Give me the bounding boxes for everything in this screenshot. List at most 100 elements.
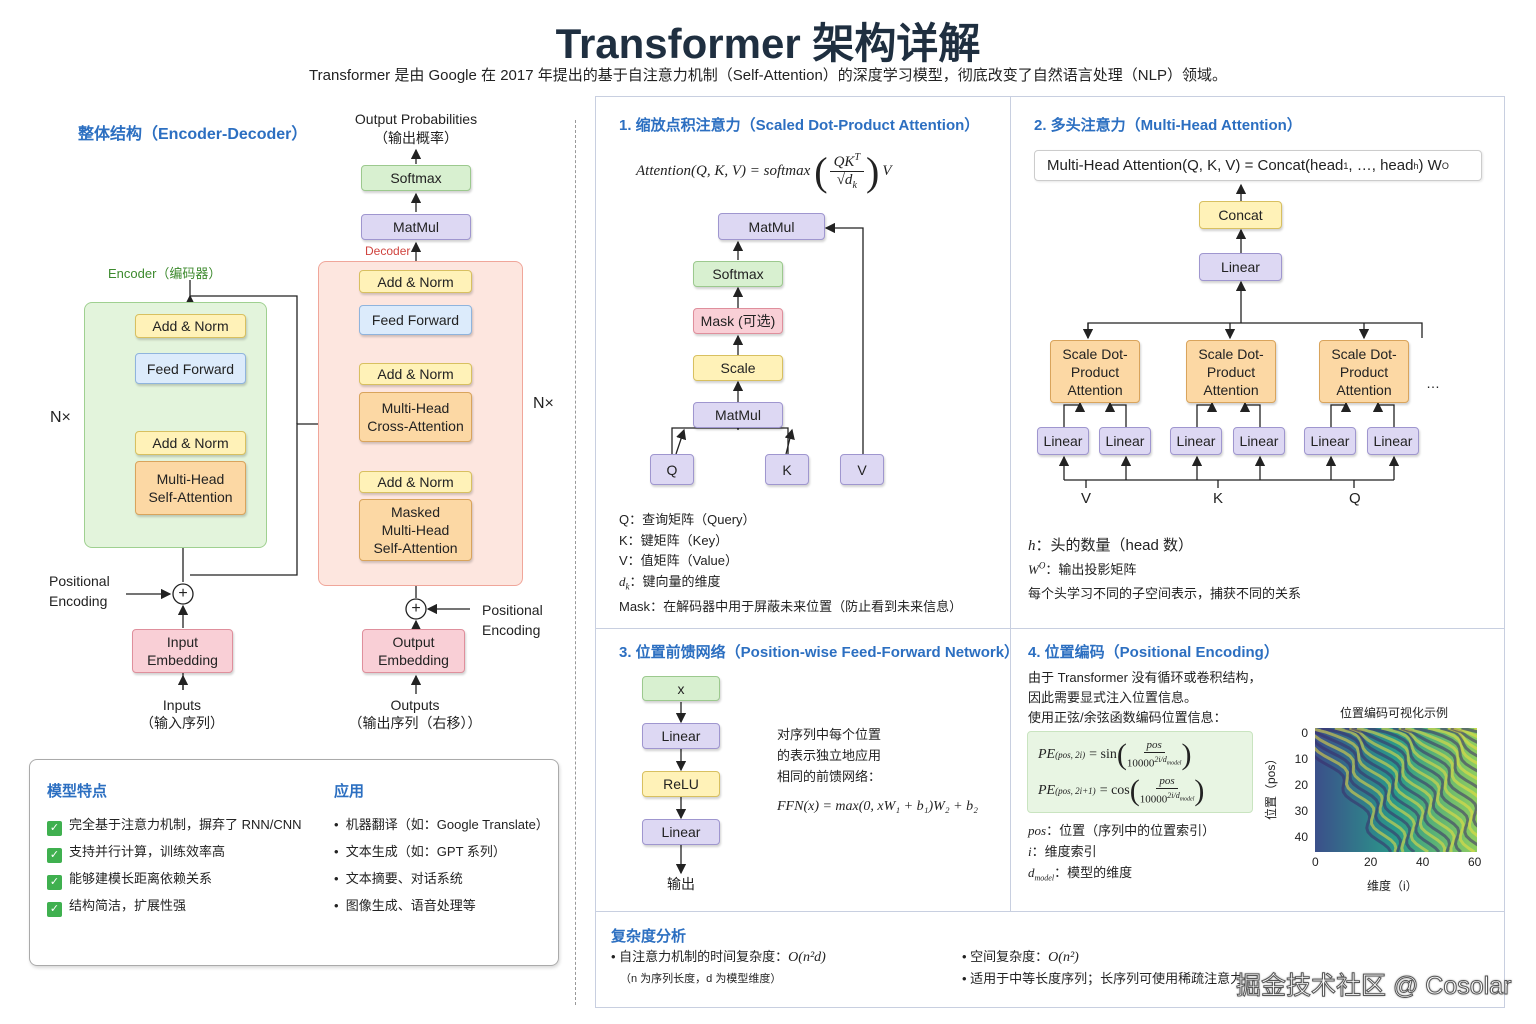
- heatmap-stripe: [1398, 728, 1477, 816]
- ffn-title: 3. 位置前馈网络（Position-wise Feed-Forward Net…: [619, 644, 1020, 661]
- mha-title: 2. 多头注意力（Multi-Head Attention）: [1034, 117, 1302, 134]
- heatmap-stripe: [1320, 728, 1441, 852]
- encoder-add-norm-top: Add & Norm: [135, 314, 246, 338]
- heatmap-xtick: 20: [1364, 855, 1378, 869]
- ffn-relu: ReLU: [642, 771, 720, 797]
- heatmap-stripe: [1315, 746, 1398, 852]
- heatmap-stripe: [1447, 728, 1477, 751]
- ffn-connectors: [675, 702, 687, 875]
- inputs-label: Inputs（输入序列）: [140, 697, 224, 731]
- heatmap-xtick: 40: [1416, 855, 1430, 869]
- heatmap-stripe: [1315, 734, 1407, 852]
- heatmap-stripe: [1344, 728, 1452, 852]
- mha-connectors: [1058, 183, 1423, 488]
- right-panel-hdivider-1: [595, 628, 1505, 629]
- decoder-add-norm-2: Add & Norm: [359, 363, 472, 385]
- mha-v-label: V: [1081, 490, 1092, 507]
- sdpa-formula: Attention(Q, K, V) = softmax ( QKT √dk )…: [636, 149, 892, 194]
- applications-list: • 机器翻译（如：Google Translate） • 文本生成（如：GPT …: [334, 814, 549, 922]
- mha-concat: Concat: [1199, 201, 1282, 229]
- output-prob-label: Output Probabilities （输出概率）: [354, 111, 478, 146]
- heatmap-title: 位置编码可视化示例: [1340, 706, 1449, 720]
- feature-item: ✓能够建模长距离依赖关系: [47, 868, 302, 895]
- ffn-description: 对序列中每个位置 的表示独立地应用 相同的前馈网络：: [777, 727, 882, 784]
- pe-legend: pos：位置（序列中的位置索引） i：维度索引 dmodel：模型的维度: [1028, 823, 1216, 883]
- heatmap-ytick: 40: [1294, 830, 1308, 844]
- ffn-formula: FFN(x) = max(0, xW₁ + b₁)W₂ + b₂: [777, 799, 978, 814]
- heatmap-stripe: [1315, 754, 1393, 852]
- applications-title: 应用: [334, 783, 365, 800]
- check-icon: ✓: [47, 902, 62, 917]
- heatmap-stripe: [1381, 728, 1477, 838]
- decoder-add-norm-1: Add & Norm: [359, 270, 472, 293]
- page-subtitle: Transformer 是由 Google 在 2017 年提出的基于自注意力机…: [309, 67, 1227, 84]
- heatmap-stripe: [1414, 728, 1477, 773]
- sdpa-connectors: [671, 222, 864, 455]
- sdpa-matmul-bottom: MatMul: [693, 402, 783, 428]
- outputs-label: Outputs（输出序列（右移））: [348, 697, 482, 731]
- plus-left: +: [178, 585, 188, 602]
- check-icon: ✓: [47, 875, 62, 890]
- mha-q-label: Q: [1349, 490, 1361, 507]
- complexity-time: • 自注意力机制的时间复杂度：O(n²d): [611, 949, 826, 965]
- sdpa-title: 1. 缩放点积注意力（Scaled Dot-Product Attention）: [619, 117, 980, 134]
- feature-item: ✓结构简洁，扩展性强: [47, 895, 302, 922]
- right-panel-vdivider: [1010, 96, 1011, 911]
- vertical-divider: [575, 120, 576, 1005]
- features-title: 模型特点: [47, 783, 108, 800]
- sdpa-matmul-top: MatMul: [718, 213, 825, 240]
- sdpa-k: K: [765, 454, 809, 485]
- heatmap-ytick: 10: [1294, 752, 1308, 766]
- mha-formula: Multi-Head Attention(Q, K, V) = Concat(h…: [1034, 150, 1482, 181]
- plus-right: +: [411, 600, 421, 617]
- encoder-add-norm-bottom: Add & Norm: [135, 431, 246, 455]
- mha-k-label: K: [1213, 490, 1224, 507]
- mha-linear: Linear: [1099, 427, 1151, 455]
- heatmap-stripe: [1315, 739, 1402, 852]
- mha-linear: Linear: [1037, 427, 1089, 455]
- features-panel: [29, 759, 559, 966]
- complexity-time-note: （n 为序列长度，d 为模型维度）: [620, 973, 782, 985]
- application-item: • 文本摘要、对话系统: [334, 871, 463, 886]
- complexity-space: • 空间复杂度：O(n²): [962, 949, 1079, 965]
- heatmap-stripe: [1334, 728, 1447, 852]
- ffn-linear-2: Linear: [642, 819, 720, 845]
- page-title: Transformer 架构详解: [555, 20, 981, 67]
- nx-right: N×: [533, 395, 554, 412]
- pe-title: 4. 位置编码（Positional Encoding）: [1028, 644, 1279, 661]
- mha-linear: Linear: [1233, 427, 1285, 455]
- heatmap-stripe: [1440, 728, 1477, 758]
- application-item: • 机器翻译（如：Google Translate）: [334, 817, 549, 832]
- features-list: ✓完全基于注意力机制，摒弃了 RNN/CNN ✓支持并行计算，训练效率高 ✓能够…: [47, 814, 302, 922]
- sdpa-q: Q: [650, 454, 694, 485]
- decoder-feed-forward: Feed Forward: [359, 305, 472, 335]
- heatmap-xlabel: 维度（i）: [1367, 879, 1418, 893]
- heatmap-stripe: [1404, 728, 1477, 781]
- check-icon: ✓: [47, 848, 62, 863]
- encoder-feed-forward: Feed Forward: [135, 353, 246, 384]
- heatmap-ytick: 20: [1294, 778, 1308, 792]
- watermark: 掘金技术社区 @ Cosolar: [1235, 972, 1512, 1001]
- sdpa-mask: Mask (可选): [693, 308, 783, 334]
- heatmap-ylabel: 位置（pos）: [1264, 752, 1278, 820]
- ffn-x: x: [642, 676, 720, 701]
- check-icon: ✓: [47, 821, 62, 836]
- right-panel-hdivider-2: [595, 911, 1505, 912]
- heatmap-stripe: [1348, 728, 1456, 852]
- feature-item: ✓完全基于注意力机制，摒弃了 RNN/CNN: [47, 814, 302, 841]
- encoder-label: Encoder（编码器）: [108, 266, 222, 281]
- decoder-add-norm-3: Add & Norm: [359, 471, 472, 493]
- heatmap-stripe: [1367, 728, 1477, 847]
- mha-linear-top: Linear: [1199, 253, 1282, 281]
- pe-description: 由于 Transformer 没有循环或卷积结构， 因此需要显式注入位置信息。 …: [1028, 670, 1262, 725]
- heatmap-stripe: [1315, 730, 1416, 852]
- heatmap-xtick: 60: [1468, 855, 1482, 869]
